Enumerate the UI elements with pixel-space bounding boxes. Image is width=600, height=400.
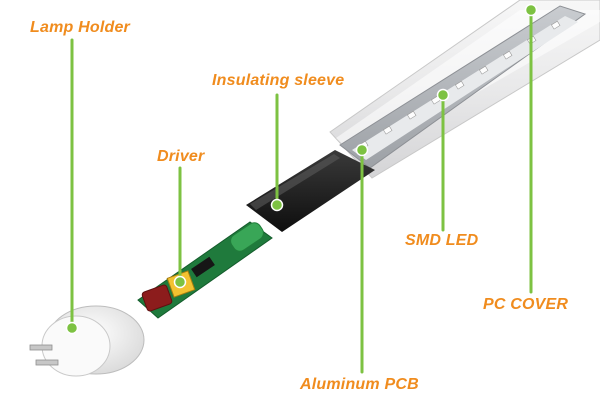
dot-aluminum-pcb: [355, 143, 369, 157]
aluminum-pcb: [339, 5, 587, 169]
label-pc-cover: PC COVER: [483, 296, 569, 313]
dot-smd-led: [436, 88, 450, 102]
smd-led: [478, 65, 489, 75]
smd-led: [454, 80, 465, 90]
label-driver: Driver: [157, 148, 205, 165]
dot-insulating-sleeve: [270, 198, 284, 212]
leader-lines: [70, 8, 533, 374]
label-aluminum-pcb: Aluminum PCB: [300, 376, 419, 393]
label-lamp-holder: Lamp Holder: [30, 19, 130, 36]
fuse: [141, 284, 173, 312]
smd-led: [550, 20, 561, 30]
dot-lamp-holder: [65, 321, 79, 335]
pin: [29, 344, 53, 351]
smd-led: [382, 125, 393, 135]
capacitor: [230, 222, 264, 252]
pin: [35, 359, 59, 366]
label-smd-led: SMD LED: [405, 232, 479, 249]
smd-led: [502, 50, 513, 60]
lamp-holder: [29, 305, 145, 377]
ic-chip: [191, 256, 215, 278]
leader-dots: [65, 3, 538, 335]
label-insulating-sleeve: Insulating sleeve: [212, 72, 345, 89]
dot-pc-cover: [524, 3, 538, 17]
insulating-sleeve: [246, 150, 375, 232]
smd-led: [406, 110, 417, 120]
dot-driver: [173, 275, 187, 289]
driver-board: [137, 221, 273, 319]
